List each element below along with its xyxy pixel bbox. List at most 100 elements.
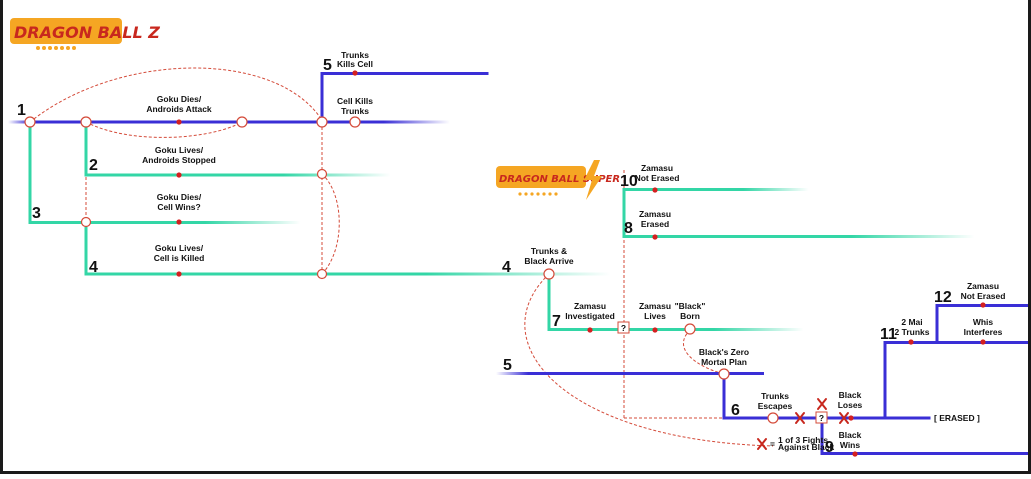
event-label: Erased xyxy=(641,219,669,229)
dashed-arc-goku-dies xyxy=(85,121,243,138)
event-dot xyxy=(176,219,182,225)
timeline-number-4: 4 xyxy=(502,259,511,276)
dbz-logo-bg xyxy=(10,18,122,44)
line-9-horiz xyxy=(820,452,1031,455)
line-5-horiz xyxy=(320,72,489,75)
timeline-number-4: 4 xyxy=(89,259,98,276)
line-3-horiz xyxy=(28,221,301,224)
junction-node xyxy=(316,268,328,280)
event-label: 2 Trunks xyxy=(895,327,930,337)
line-5-vert xyxy=(320,72,324,122)
event-label: Kills Cell xyxy=(337,59,373,69)
event-label: "Black" xyxy=(675,301,706,311)
line-11-horiz xyxy=(883,341,1031,344)
timeline-number-6: 6 xyxy=(731,402,740,419)
fight-x-marks xyxy=(757,398,849,450)
timeline-number-10: 10 xyxy=(620,173,638,190)
event-label: Goku Lives/ xyxy=(155,243,204,253)
dbs-logo-bg xyxy=(496,166,586,188)
timeline-number-3: 3 xyxy=(32,205,41,222)
event-label: Cell Kills xyxy=(337,96,373,106)
event-dot xyxy=(980,302,986,308)
frame-edge-left xyxy=(0,0,3,474)
event-dot xyxy=(652,234,658,240)
dragon-ball-super-logo: DRAGON BALL SUPER xyxy=(496,160,620,200)
svg-text:?: ? xyxy=(819,413,824,423)
line-4-vert xyxy=(84,222,88,275)
dbs-logo-dots xyxy=(518,192,558,196)
dashed-arc-cell-killed xyxy=(321,173,340,275)
line-main-blue xyxy=(8,120,450,124)
event-label: 2 Mai xyxy=(901,317,922,327)
junction-node xyxy=(236,116,248,128)
line-6-vert xyxy=(722,372,726,419)
dashed-arc-1-to-5 xyxy=(29,67,324,123)
timeline-lines xyxy=(8,72,1031,455)
legend-text: Against Black xyxy=(778,442,834,452)
event-dot xyxy=(848,415,854,421)
timeline-number-11: 11 xyxy=(880,326,897,343)
junction-node xyxy=(316,116,328,128)
event-label: Born xyxy=(680,311,700,321)
event-label: Androids Attack xyxy=(146,104,212,114)
timeline-number-2: 2 xyxy=(89,157,98,174)
line-2-horiz xyxy=(84,173,391,177)
fight-x-icon xyxy=(795,412,805,424)
timeline-number-9: 9 xyxy=(825,439,834,456)
event-label: Goku Dies/ xyxy=(157,94,202,104)
line-7-vert xyxy=(547,274,551,330)
event-labels: Goku Dies/ Androids Attack Goku Lives/ A… xyxy=(142,50,1005,452)
fight-x-icon xyxy=(839,412,849,424)
event-label: Trunks xyxy=(761,391,789,401)
event-label: Trunks & xyxy=(531,246,567,256)
dragon-ball-z-logo: DRAGON BALL Z xyxy=(10,18,160,50)
event-label: Loses xyxy=(838,400,863,410)
event-label: Cell Wins? xyxy=(157,202,200,212)
lightning-icon xyxy=(584,160,602,200)
event-label: Zamasu xyxy=(641,163,673,173)
event-dot xyxy=(176,172,182,178)
timeline-numbers: 1 2 3 4 5 4 5 6 7 8 9 10 11 12 xyxy=(17,57,952,456)
question-box: ? xyxy=(617,321,630,334)
event-label: Not Erased xyxy=(961,291,1006,301)
line-8-horiz xyxy=(622,235,975,238)
event-label: Lives xyxy=(644,311,666,321)
event-label: Mortal Plan xyxy=(701,357,747,367)
event-label: Interferes xyxy=(964,327,1003,337)
dbz-logo-dots xyxy=(36,46,76,50)
event-label: Black xyxy=(839,390,862,400)
line-5b-horiz xyxy=(496,372,764,375)
event-label: Black Arrive xyxy=(524,256,574,266)
line-2-vert xyxy=(84,122,88,176)
line-10-horiz xyxy=(622,188,809,191)
event-label: Wins xyxy=(840,440,861,450)
junction-node xyxy=(80,116,92,128)
event-label: Goku Lives/ xyxy=(155,145,204,155)
event-dot xyxy=(980,339,986,345)
legend-equals: = xyxy=(770,439,775,449)
timeline-number-5: 5 xyxy=(323,57,332,74)
timeline-number-7: 7 xyxy=(552,313,561,330)
event-label: Zamasu xyxy=(967,281,999,291)
line-3-vert xyxy=(28,122,32,223)
frame-edge-right xyxy=(1028,0,1031,474)
junction-node xyxy=(543,268,555,280)
svg-text:?: ? xyxy=(621,323,626,333)
junction-node xyxy=(80,216,92,228)
junction-node xyxy=(684,323,696,335)
dashed-arc-trunks-arrive xyxy=(524,273,774,447)
timeline-number-8: 8 xyxy=(624,220,633,237)
event-dot xyxy=(587,327,593,333)
dbs-logo-text: DRAGON BALL SUPER xyxy=(499,174,620,185)
junction-node xyxy=(767,412,779,424)
line-4-horiz xyxy=(84,272,611,276)
timeline-number-12: 12 xyxy=(934,289,952,306)
line-12-vert xyxy=(935,305,939,343)
fight-x-icon xyxy=(817,398,827,410)
event-label: Cell is Killed xyxy=(154,253,205,263)
event-label: Zamasu xyxy=(574,301,606,311)
event-label: Trunks xyxy=(341,106,369,116)
legend-x-icon xyxy=(757,438,767,450)
junction-node xyxy=(316,168,328,180)
question-box: ? xyxy=(815,411,828,424)
